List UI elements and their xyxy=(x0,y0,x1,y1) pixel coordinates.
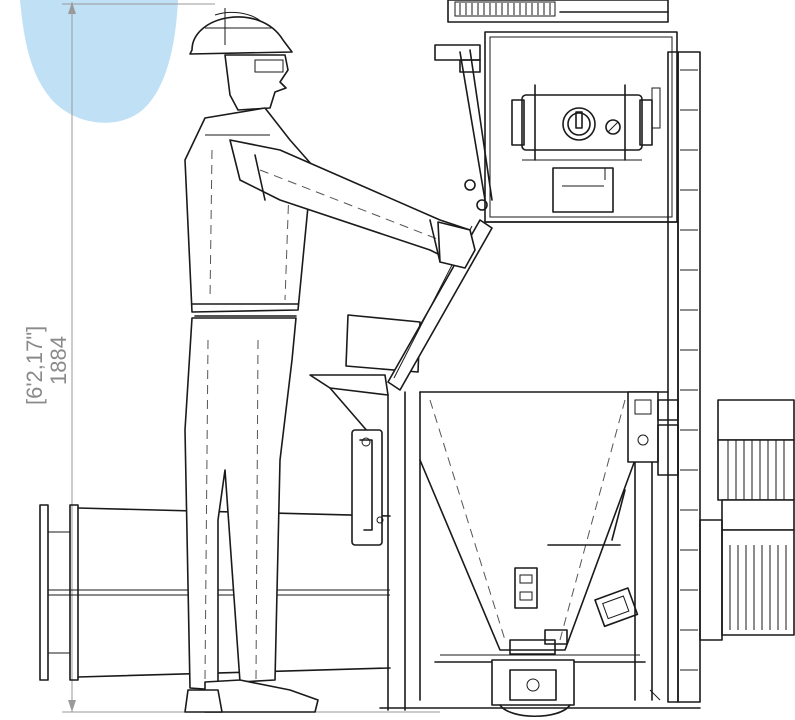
blue-accent-blob xyxy=(20,0,178,123)
top-grille xyxy=(454,1,556,17)
dimension-metric-label: 1884 xyxy=(46,336,71,385)
pneumatic-unit xyxy=(627,391,679,476)
hopper xyxy=(419,399,646,663)
dial-icon xyxy=(562,107,596,141)
dimension-imperial-label: [6'2,17"] xyxy=(22,326,47,405)
knob-icon xyxy=(605,119,621,135)
machine-frame xyxy=(379,0,795,718)
label-plate xyxy=(552,167,614,213)
side-stand xyxy=(309,374,389,711)
discharge-valve xyxy=(491,629,575,718)
motor xyxy=(699,399,795,641)
worker-figure xyxy=(184,8,476,713)
height-dimension: [6'2,17"] 1884 xyxy=(22,2,440,713)
horizontal-duct xyxy=(39,504,391,681)
